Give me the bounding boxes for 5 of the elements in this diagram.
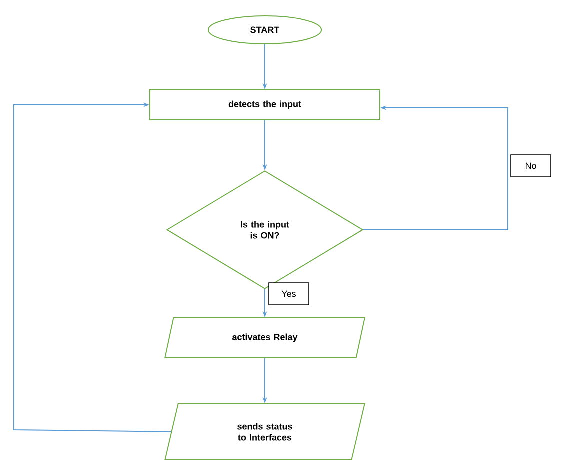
arrow (14, 102, 172, 432)
edge-label: Yes (268, 282, 310, 306)
io-parallelogram: sends status to Interfaces (164, 403, 366, 460)
process-box: detects the input (150, 90, 380, 120)
edge-label: No (510, 154, 552, 178)
